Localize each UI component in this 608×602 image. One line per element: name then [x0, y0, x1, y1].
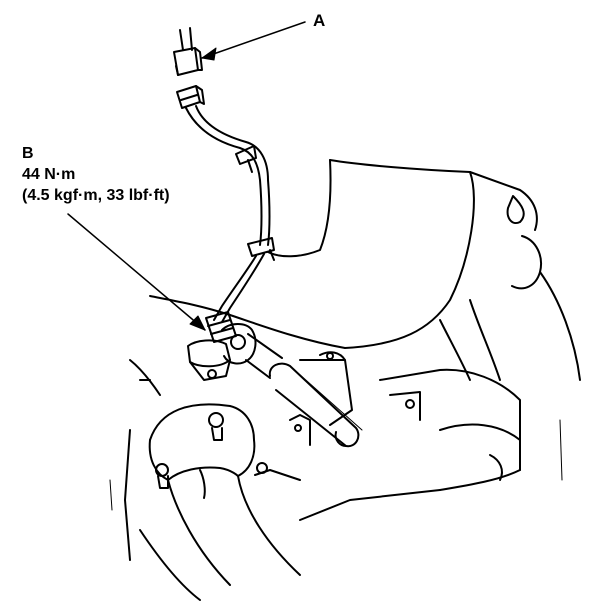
callout-leaders: [67, 21, 306, 331]
leader-line-a: [201, 21, 306, 59]
callout-a-label: A: [313, 11, 326, 30]
torque-spec-imperial: (4.5 kgf·m, 33 lbf·ft): [22, 187, 170, 204]
arrowhead-a: [201, 47, 217, 61]
housing-outline: [149, 159, 581, 521]
sensor-harness: [173, 27, 275, 323]
exhaust-pipe: [109, 359, 301, 601]
callout-b-label: B: [22, 145, 34, 162]
sensor-and-wrench: [187, 311, 363, 448]
leader-line-b: [67, 213, 206, 331]
torque-spec-metric: 44 N·m: [22, 166, 76, 183]
arrowhead-b: [189, 315, 206, 331]
